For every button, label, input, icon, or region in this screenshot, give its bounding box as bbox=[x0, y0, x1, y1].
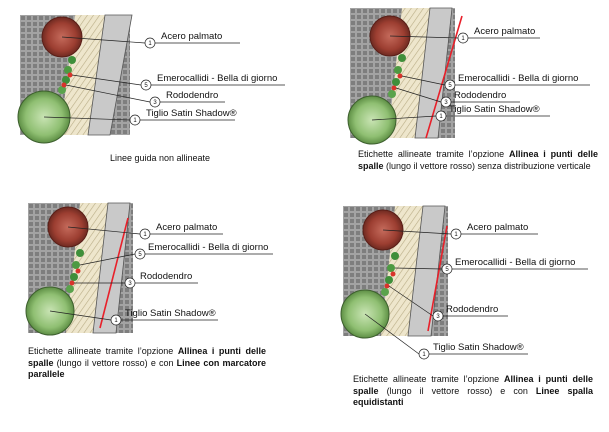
path bbox=[407, 205, 446, 337]
marker-1b: 1 bbox=[439, 114, 443, 120]
caption-2: Etichette allineate tramite l’opzione Al… bbox=[358, 149, 598, 172]
hedge bbox=[58, 56, 76, 94]
label-acero: Acero palmato bbox=[161, 31, 223, 42]
label-emerocallidi: Emerocallidi - Bella di giorno bbox=[148, 242, 269, 253]
garden-plan-3: 1 5 3 1 bbox=[25, 202, 273, 336]
marker-1b: 1 bbox=[422, 352, 426, 358]
marker-5: 5 bbox=[138, 252, 142, 258]
marker-5: 5 bbox=[144, 83, 148, 89]
garden-plan-1: 1 5 3 1 bbox=[17, 14, 285, 144]
label-tiglio: Tiglio Satin Shadow® bbox=[125, 308, 216, 319]
panel-unaligned: 1 5 3 1 Acero palmato Emerocallidi - Bel… bbox=[17, 14, 300, 180]
panel-equidistant: 1 5 3 1 Acero palmato Emerocallidi - Bel… bbox=[340, 205, 603, 421]
marker-3: 3 bbox=[153, 100, 157, 106]
marker-1: 1 bbox=[143, 232, 147, 238]
hedge bbox=[66, 249, 84, 293]
marker-3: 3 bbox=[128, 281, 132, 287]
label-tiglio: Tiglio Satin Shadow® bbox=[146, 108, 237, 119]
marker-1b: 1 bbox=[133, 118, 137, 124]
caption-text: (lungo il vettore rosso) e con bbox=[378, 385, 536, 396]
caption-text: Etichette allineate tramite l’opzione bbox=[28, 346, 178, 356]
label-acero: Acero palmato bbox=[156, 222, 218, 233]
label-rododendro: Rododendro bbox=[446, 304, 499, 315]
marker-1b: 1 bbox=[114, 318, 118, 324]
markers bbox=[110, 228, 151, 326]
label-rododendro: Rododendro bbox=[454, 90, 507, 101]
caption-1: Linee guida non allineate bbox=[20, 153, 300, 165]
caption-option: Linee con marcatore parallele bbox=[28, 357, 266, 380]
alignment-vector bbox=[99, 217, 129, 329]
alignment-vector bbox=[427, 225, 448, 332]
caption-text: Etichette allineate tramite l’opzione bbox=[353, 374, 504, 384]
panel-aligned-no-distribution: 1 5 3 1 Acero palmato Emerocallidi - Bel… bbox=[347, 7, 600, 193]
garden-plan-2: 1 5 3 1 bbox=[347, 7, 590, 145]
leader-lines bbox=[43, 36, 285, 121]
caption-option: Allinea i punti delle spalle bbox=[353, 374, 593, 396]
caption-text: (lungo il vettore rosso) senza distribuz… bbox=[383, 160, 591, 171]
label-emerocallidi: Emerocallidi - Bella di giorno bbox=[458, 73, 579, 84]
leader-lines bbox=[364, 229, 588, 355]
caption-text: Linee guida non allineate bbox=[109, 153, 211, 163]
label-acero: Acero palmato bbox=[474, 26, 536, 37]
label-rododendro: Rododendro bbox=[140, 271, 193, 282]
hedge bbox=[381, 252, 399, 296]
caption-option: Allinea i punti delle spalle bbox=[358, 149, 598, 171]
path bbox=[92, 202, 131, 334]
label-tiglio: Tiglio Satin Shadow® bbox=[433, 342, 524, 353]
label-tiglio: Tiglio Satin Shadow® bbox=[449, 104, 540, 115]
hedge bbox=[388, 54, 406, 98]
path bbox=[87, 14, 133, 136]
caption-text: (lungo il vettore rosso) e con bbox=[53, 357, 177, 368]
caption-text: Etichette allineate tramite l’opzione bbox=[358, 149, 509, 159]
caption-option: Linee spalla equidistanti bbox=[353, 385, 593, 408]
label-acero: Acero palmato bbox=[467, 222, 529, 233]
marker-5: 5 bbox=[445, 267, 449, 273]
panel-parallel-markers: 1 5 3 1 Acero palmato Emerocallidi - Bel… bbox=[25, 202, 278, 398]
marker-3: 3 bbox=[436, 314, 440, 320]
marker-1: 1 bbox=[461, 36, 465, 42]
label-emerocallidi: Emerocallidi - Bella di giorno bbox=[157, 73, 278, 84]
garden-plan-4: 1 5 3 1 bbox=[340, 205, 588, 360]
marker-3: 3 bbox=[444, 100, 448, 106]
marker-5: 5 bbox=[448, 83, 452, 89]
caption-4: Etichette allineate tramite l’opzione Al… bbox=[353, 374, 593, 409]
markers bbox=[129, 37, 161, 126]
markers bbox=[435, 32, 469, 122]
label-emerocallidi: Emerocallidi - Bella di giorno bbox=[455, 257, 576, 268]
marker-1: 1 bbox=[454, 232, 458, 238]
path bbox=[414, 7, 453, 139]
marker-1: 1 bbox=[148, 41, 152, 47]
leader-lines bbox=[49, 226, 273, 321]
markers bbox=[418, 228, 462, 360]
caption-option: Allinea i punti delle spalle bbox=[28, 346, 266, 368]
label-rododendro: Rododendro bbox=[166, 90, 219, 101]
leader-lines bbox=[371, 35, 590, 121]
alignment-vector bbox=[425, 15, 463, 139]
caption-3: Etichette allineate tramite l’opzione Al… bbox=[28, 346, 266, 381]
